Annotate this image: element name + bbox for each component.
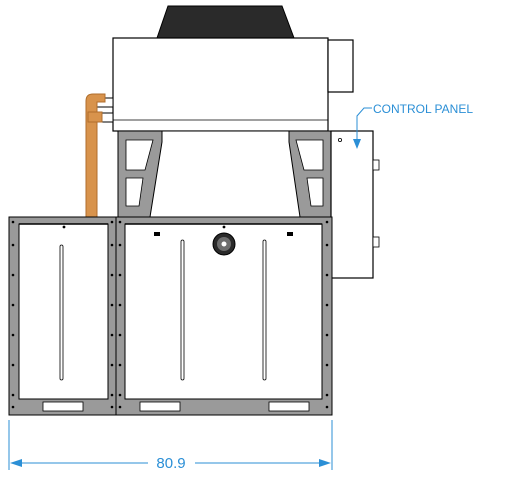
frame-bolt xyxy=(325,243,329,247)
frame-bolt xyxy=(325,363,329,367)
right-base-cutout xyxy=(268,401,310,412)
frame-bolt xyxy=(325,405,329,409)
frame-bolt xyxy=(11,333,15,337)
frame-bolt xyxy=(11,243,15,247)
frame-bolt xyxy=(325,303,329,307)
frame-bolt xyxy=(11,303,15,307)
frame-bolt xyxy=(110,303,114,307)
frame-bolt xyxy=(118,405,122,409)
frame-bolt xyxy=(325,393,329,397)
frame-bolt xyxy=(118,363,122,367)
right-panel-latch xyxy=(287,232,293,236)
width-dimension-value: 80.9 xyxy=(156,455,185,472)
left-module-panel xyxy=(18,223,109,400)
frame-bolt xyxy=(118,220,122,224)
control-panel-label: CONTROL PANEL xyxy=(373,102,473,116)
left-panel-slot xyxy=(59,244,64,381)
frame-bolt xyxy=(11,393,15,397)
right-panel-slot xyxy=(262,239,267,381)
dimension-arrowhead-left xyxy=(10,459,22,467)
bracket-cutout xyxy=(306,177,324,207)
right-panel-screw xyxy=(222,225,226,229)
control-panel-leader xyxy=(356,107,372,142)
left-panel-screw xyxy=(62,225,66,229)
frame-bolt xyxy=(11,405,15,409)
frame-bolt xyxy=(118,303,122,307)
left-base-cutout xyxy=(42,401,84,412)
frame-bolt xyxy=(325,273,329,277)
right-panel-latch xyxy=(154,232,160,236)
frame-bolt xyxy=(118,393,122,397)
exhaust-cap xyxy=(156,5,295,39)
control-panel-arrowhead xyxy=(353,139,361,149)
dimension-arrowhead-right xyxy=(319,459,331,467)
frame-bolt xyxy=(110,393,114,397)
frame-bolt xyxy=(325,220,329,224)
frame-bolt xyxy=(110,405,114,409)
control-panel-hinge xyxy=(372,236,380,248)
upper-unit-housing xyxy=(112,37,329,132)
bracket-cutout xyxy=(125,177,144,207)
frame-bolt xyxy=(11,273,15,277)
frame-bolt xyxy=(325,333,329,337)
control-panel-hinge xyxy=(372,159,380,171)
frame-bolts xyxy=(11,220,329,409)
frame-bolt xyxy=(118,243,122,247)
bracket-cutout xyxy=(125,139,154,171)
frame-bolt xyxy=(110,273,114,277)
bracket-cutout xyxy=(295,139,324,171)
frame-bolt xyxy=(110,243,114,247)
control-panel-box xyxy=(330,130,374,279)
frame-bolt xyxy=(118,333,122,337)
frame-bolt xyxy=(110,333,114,337)
right-panel-slot xyxy=(180,239,185,381)
frame-bolt xyxy=(11,363,15,367)
fan-grille-icon xyxy=(212,232,236,256)
side-vent-box xyxy=(327,39,354,93)
control-panel-screw xyxy=(337,137,342,142)
right-base-cutout xyxy=(139,401,181,412)
frame-bolt xyxy=(110,363,114,367)
frame-bolt xyxy=(118,273,122,277)
frame-bolt xyxy=(11,220,15,224)
copper-pipe xyxy=(85,93,106,221)
frame-bolt xyxy=(110,220,114,224)
copper-pipe-elbow xyxy=(87,111,103,123)
